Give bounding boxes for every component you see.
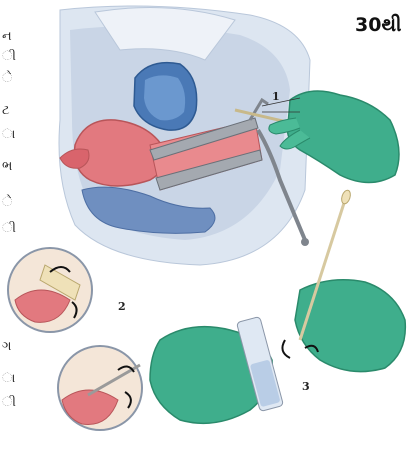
speculum-handle-end [301, 238, 309, 246]
swab-tip [340, 189, 352, 205]
step-label-1: 1 [272, 90, 280, 103]
step-label-3: 3 [302, 380, 310, 393]
rotation-arrow-icon [282, 340, 290, 358]
step-label-2: 2 [118, 300, 126, 313]
lower-right-glove [295, 280, 405, 372]
